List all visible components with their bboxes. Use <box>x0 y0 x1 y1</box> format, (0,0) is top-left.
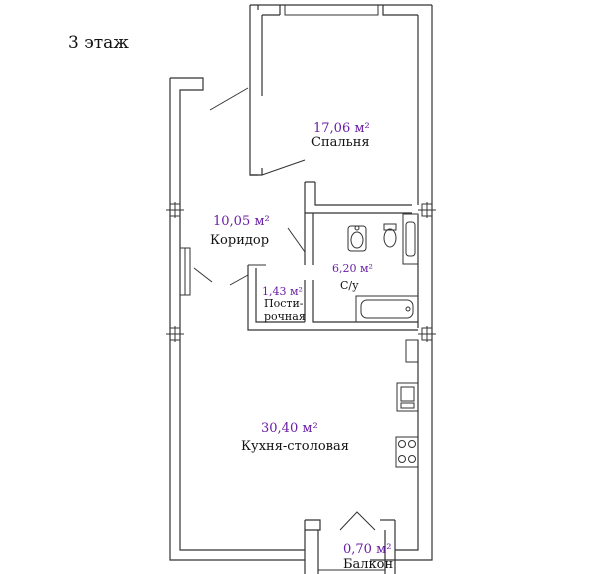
laundry-area: 1,43 м² <box>262 285 303 298</box>
balcony-name: Балкон <box>343 557 393 572</box>
kitchen-fixtures <box>395 339 419 468</box>
stove-icon <box>395 436 419 468</box>
laundry-name-line2: рочная <box>264 310 306 323</box>
kitchen-name: Кухня-столовая <box>241 439 349 454</box>
laundry-name-line1: Пости- <box>264 297 304 310</box>
corridor-name: Коридор <box>210 233 269 248</box>
kitchen-sink-icon <box>396 382 419 412</box>
bathroom-area: 6,20 м² <box>332 262 373 275</box>
kitchen-area: 30,40 м² <box>261 421 318 436</box>
interior-walls <box>193 87 418 331</box>
shower-icon <box>402 213 419 265</box>
bathroom-name: С/у <box>340 279 359 292</box>
balcony <box>304 511 396 574</box>
floor-label: 3 этаж <box>68 33 129 53</box>
bathroom-fixtures <box>347 213 419 323</box>
outer-walls <box>166 4 436 561</box>
toilet-icon <box>383 223 397 248</box>
bedroom-area: 17,06 м² <box>313 121 370 136</box>
bathtub-icon <box>355 295 419 323</box>
balcony-area: 0,70 м² <box>343 542 391 557</box>
corridor-area: 10,05 м² <box>213 214 270 229</box>
bedroom-name: Спальня <box>311 135 370 150</box>
